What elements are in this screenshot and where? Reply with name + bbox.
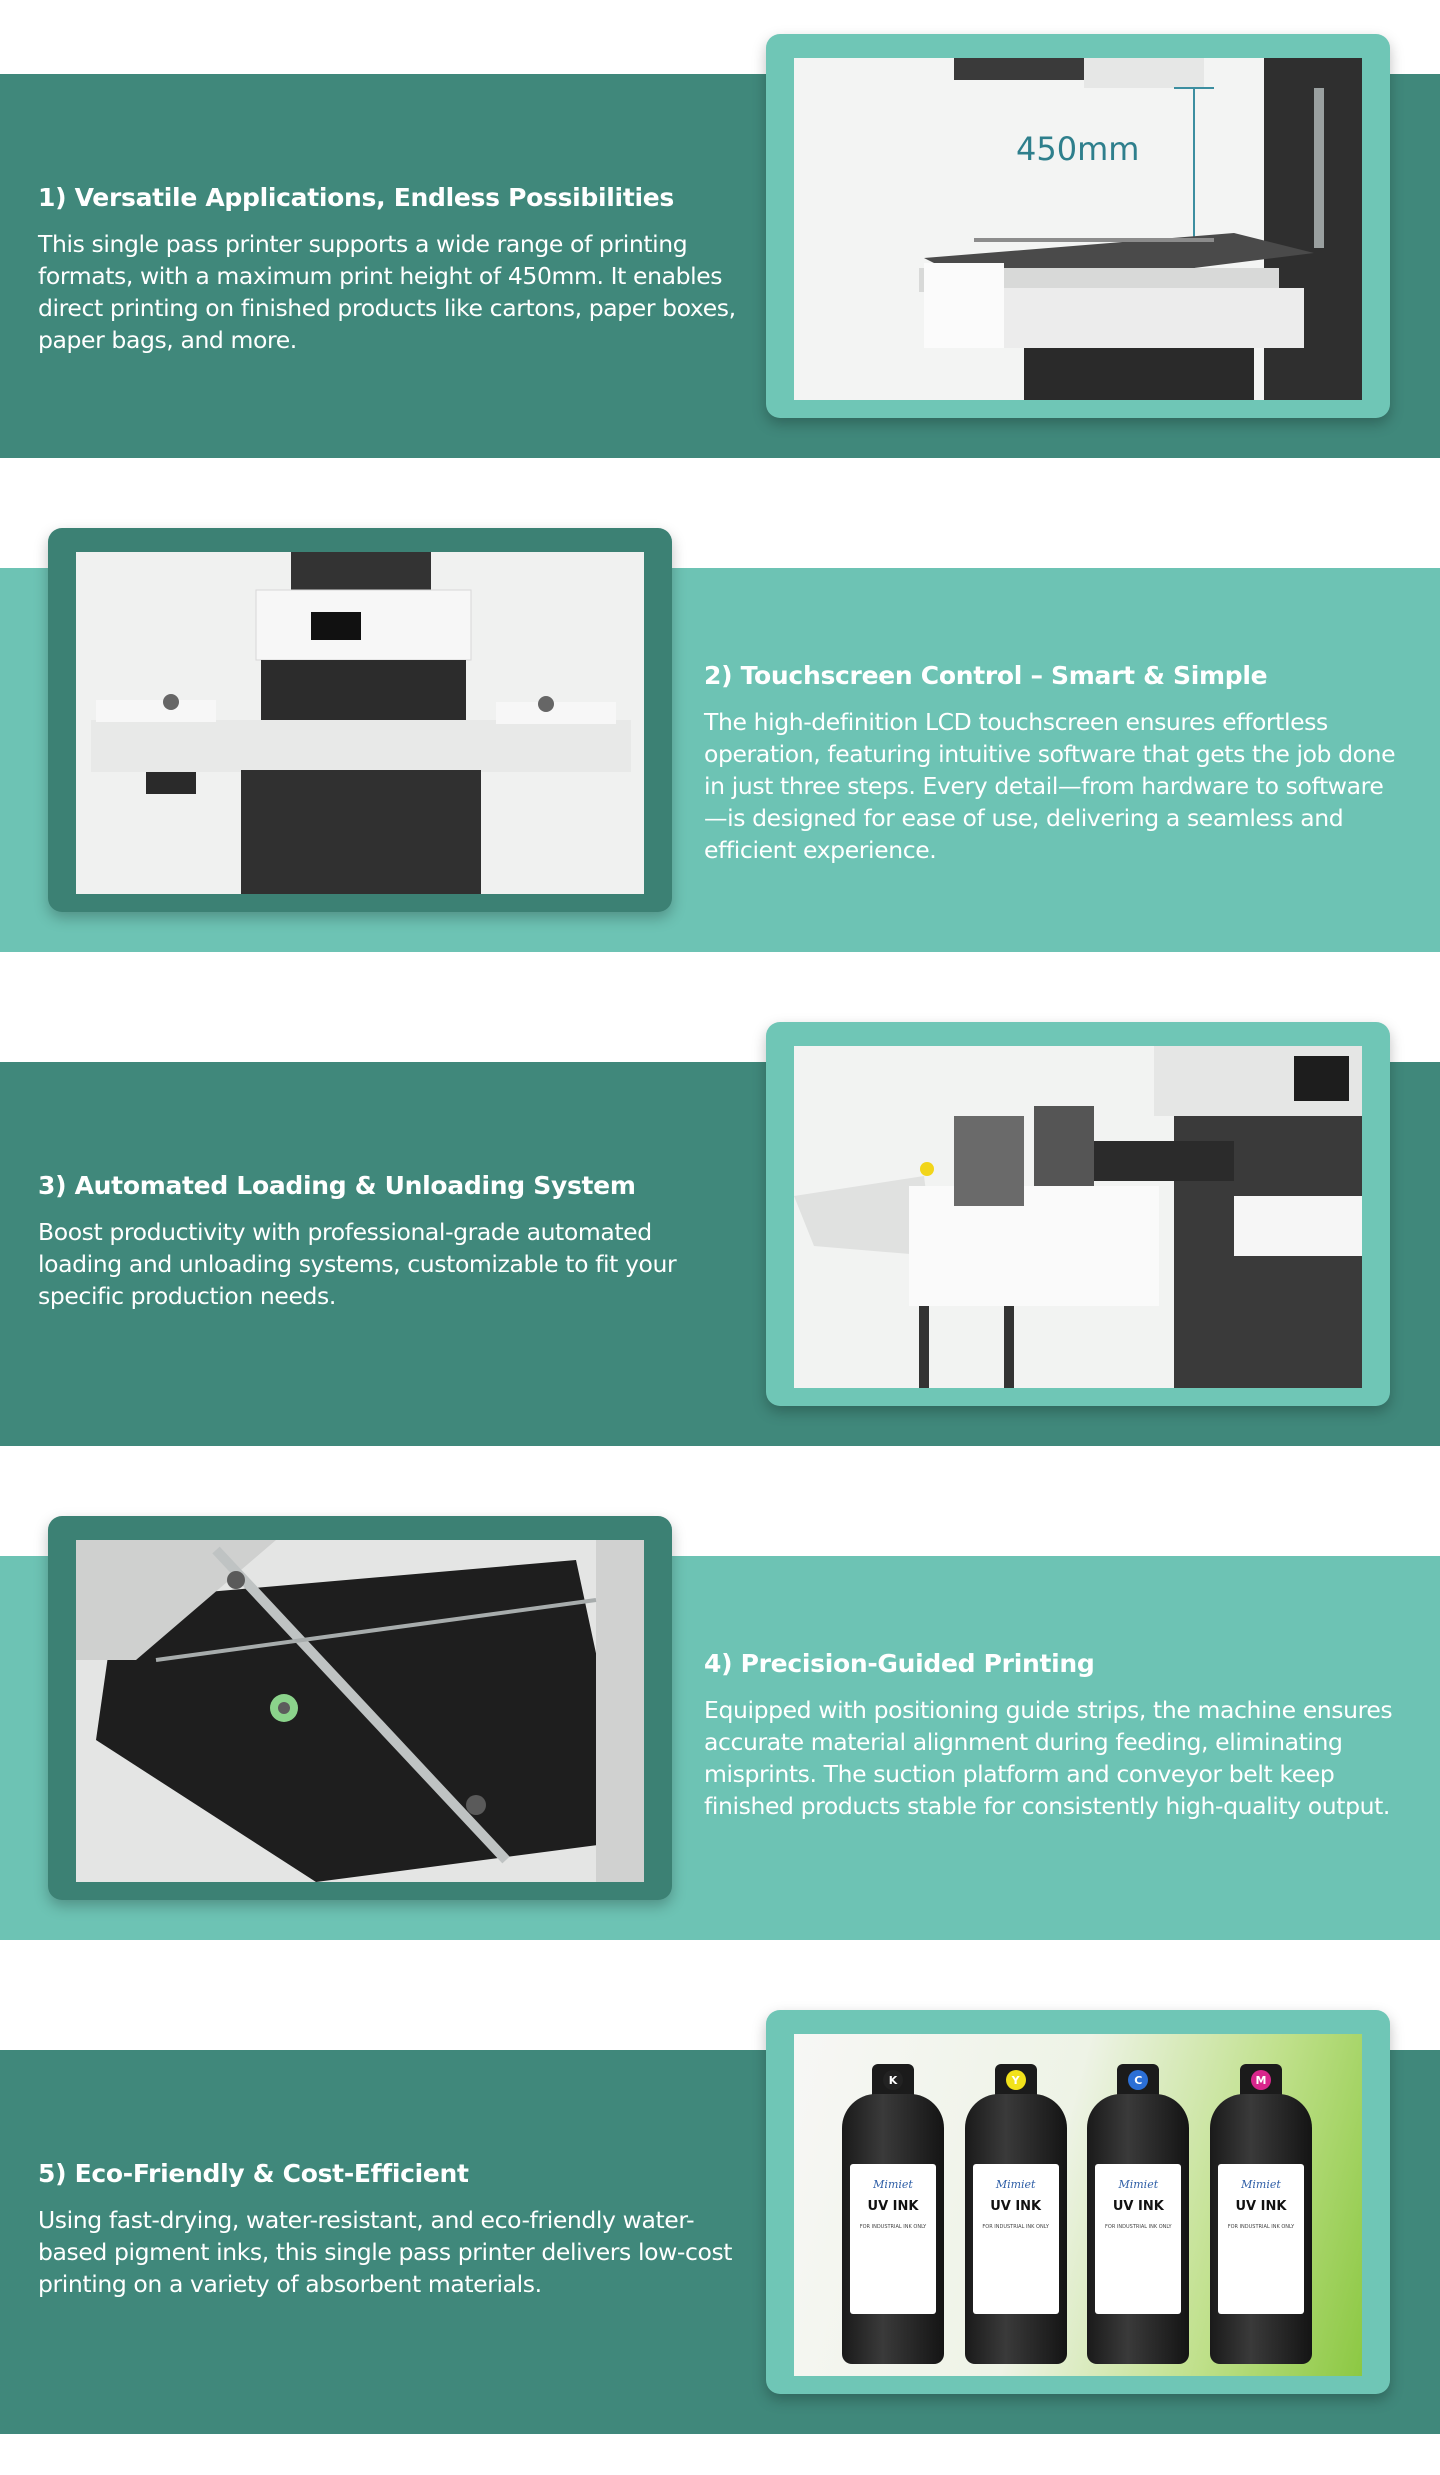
feature-description: Equipped with positioning guide strips, … xyxy=(704,1696,1393,1820)
feature-heading: 5) Eco-Friendly & Cost-Efficient xyxy=(38,2159,469,2188)
height-dimension-label: 450mm xyxy=(1016,130,1140,168)
feature-description: This single pass printer supports a wide… xyxy=(38,230,736,354)
feature-description: Using fast-drying, water-resistant, and … xyxy=(38,2206,733,2298)
bottle-label: Mimiet UV INK FOR INDUSTRIAL INK ONLY xyxy=(1095,2164,1182,2314)
ink-type-label: UV INK xyxy=(1235,2199,1287,2214)
brand-logo: Mimiet xyxy=(1118,2178,1159,2191)
brand-logo: Mimiet xyxy=(873,2178,913,2191)
feature-section-2: 2) Touchscreen Control – Smart & Simple … xyxy=(0,528,1440,952)
feature-text-2: 2) Touchscreen Control – Smart & Simple … xyxy=(704,660,1404,866)
guide-strip-photo xyxy=(76,1540,644,1882)
ink-type-label: UV INK xyxy=(1112,2199,1164,2214)
brand-logo: Mimiet xyxy=(995,2178,1036,2191)
image-frame-2 xyxy=(48,528,672,912)
feature-section-3: 3) Automated Loading & Unloading System … xyxy=(0,1022,1440,1446)
ink-type-label: UV INK xyxy=(990,2199,1042,2214)
feature-description: The high-definition LCD touchscreen ensu… xyxy=(704,708,1396,864)
image-frame-4 xyxy=(48,1516,672,1900)
feature-text-1: 1) Versatile Applications, Endless Possi… xyxy=(38,182,738,356)
ink-bottle: C Mimiet UV INK FOR INDUSTRIAL INK ONLY xyxy=(1087,2064,1190,2364)
bottle-label: Mimiet UV INK FOR INDUSTRIAL INK ONLY xyxy=(850,2164,936,2314)
image-frame-1: 450mm xyxy=(766,34,1390,418)
ink-bottle: M Mimiet UV INK FOR INDUSTRIAL INK ONLY xyxy=(1209,2064,1312,2364)
bottle-cap-dot: Y xyxy=(1005,2070,1026,2090)
ink-sub-label: FOR INDUSTRIAL INK ONLY xyxy=(1105,2224,1172,2230)
bottle-cap-dot: M xyxy=(1250,2070,1271,2090)
feature-section-5: 5) Eco-Friendly & Cost-Efficient Using f… xyxy=(0,2010,1440,2434)
feature-heading: 1) Versatile Applications, Endless Possi… xyxy=(38,183,674,212)
touchscreen-printer-photo xyxy=(76,552,644,894)
ink-bottle: K Mimiet UV INK FOR INDUSTRIAL INK ONLY xyxy=(842,2064,944,2364)
bottle-label: Mimiet UV INK FOR INDUSTRIAL INK ONLY xyxy=(1217,2164,1304,2314)
ink-bottles-photo: K Mimiet UV INK FOR INDUSTRIAL INK ONLY Y Mim… xyxy=(794,2034,1362,2376)
feature-text-5: 5) Eco-Friendly & Cost-Efficient Using f… xyxy=(38,2158,738,2300)
bottle-row: K Mimiet UV INK FOR INDUSTRIAL INK ONLY Y Mim… xyxy=(842,2064,1312,2364)
ink-sub-label: FOR INDUSTRIAL INK ONLY xyxy=(982,2224,1049,2230)
bottle-cap-dot: C xyxy=(1128,2070,1149,2090)
image-frame-5: K Mimiet UV INK FOR INDUSTRIAL INK ONLY Y Mim… xyxy=(766,2010,1390,2394)
feature-heading: 2) Touchscreen Control – Smart & Simple xyxy=(704,661,1268,690)
ink-sub-label: FOR INDUSTRIAL INK ONLY xyxy=(1227,2224,1295,2230)
feature-description: Boost productivity with professional-gra… xyxy=(38,1218,677,1310)
image-frame-3 xyxy=(766,1022,1390,1406)
brand-logo: Mimiet xyxy=(1241,2178,1281,2191)
bottle-label: Mimiet UV INK FOR INDUSTRIAL INK ONLY xyxy=(972,2164,1059,2314)
feature-heading: 4) Precision-Guided Printing xyxy=(704,1649,1095,1678)
feature-heading: 3) Automated Loading & Unloading System xyxy=(38,1171,636,1200)
loading-system-photo xyxy=(794,1046,1362,1388)
ink-sub-label: FOR INDUSTRIAL INK ONLY xyxy=(859,2224,927,2230)
feature-text-3: 3) Automated Loading & Unloading System … xyxy=(38,1170,738,1312)
feature-section-4: 4) Precision-Guided Printing Equipped wi… xyxy=(0,1516,1440,1940)
ink-type-label: UV INK xyxy=(867,2199,919,2214)
ink-bottle: Y Mimiet UV INK FOR INDUSTRIAL INK ONLY xyxy=(964,2064,1067,2364)
bottle-cap-dot: K xyxy=(883,2070,903,2090)
feature-text-4: 4) Precision-Guided Printing Equipped wi… xyxy=(704,1648,1404,1822)
printer-height-photo xyxy=(794,58,1362,400)
feature-section-1: 1) Versatile Applications, Endless Possi… xyxy=(0,34,1440,458)
